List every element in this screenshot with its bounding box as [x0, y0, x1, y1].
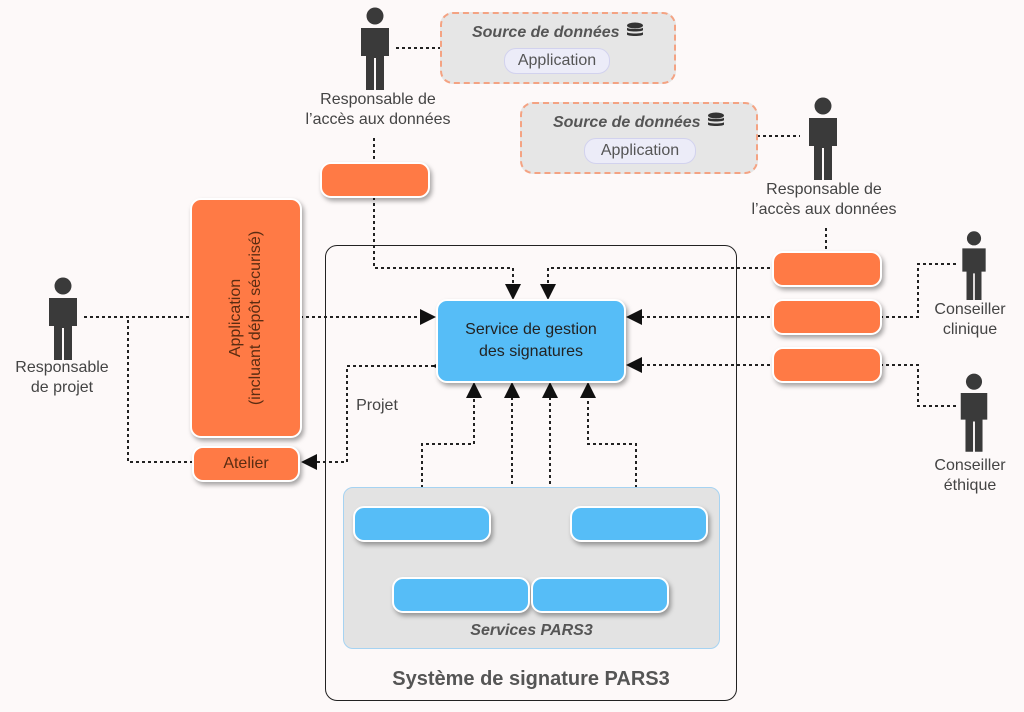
project-manager-label: Responsable de projet: [15, 359, 109, 396]
application-pill: Application: [584, 138, 696, 164]
data-source-box-2: Source de données Application: [520, 102, 758, 174]
person-icon: [361, 7, 389, 90]
pars3-service-1: [353, 506, 491, 542]
system-title: Système de signature PARS3: [392, 668, 670, 690]
ethics-advisor-label: Conseiller éthique: [934, 457, 1006, 494]
access-pill-right: [772, 251, 882, 287]
pars3-service-3: [392, 577, 530, 613]
services-pars3-label: Services PARS3: [470, 622, 593, 639]
data-source-title: Source de données: [471, 24, 620, 41]
ethics-pill: [772, 347, 882, 383]
database-icon: [708, 112, 725, 126]
atelier-label: Atelier: [223, 455, 269, 472]
projet-label: Projet: [356, 397, 398, 414]
access-manager-label-top: Responsable de l’accès aux données: [305, 91, 451, 128]
person-icon: [49, 277, 77, 360]
clinical-advisor-label: Conseiller clinique: [934, 301, 1006, 338]
access-manager-label-right: Responsable de l’accès aux données: [751, 181, 897, 218]
data-source-box-1: Source de données Application: [440, 12, 676, 84]
signature-service-label: Service de gestion des signatures: [465, 321, 597, 360]
data-source-title: Source de données: [552, 114, 701, 131]
pars3-service-4: [531, 577, 669, 613]
application-box: Application (incluant dépôt sécurisé): [190, 198, 302, 438]
pars3-service-2: [570, 506, 708, 542]
person-icon: [809, 97, 837, 180]
database-icon: [627, 22, 644, 36]
clinical-pill: [772, 299, 882, 335]
application-pill: Application: [504, 48, 610, 74]
pars3-system-container: [325, 245, 737, 701]
person-icon: [960, 373, 988, 452]
application-box-title: Application: [227, 278, 244, 358]
atelier-button[interactable]: Atelier: [192, 446, 300, 482]
application-box-subtitle: (incluant dépôt sécurisé): [247, 230, 264, 406]
access-pill-top: [320, 162, 430, 198]
signature-management-service: Service de gestion des signatures: [436, 299, 626, 383]
person-icon: [962, 231, 986, 300]
